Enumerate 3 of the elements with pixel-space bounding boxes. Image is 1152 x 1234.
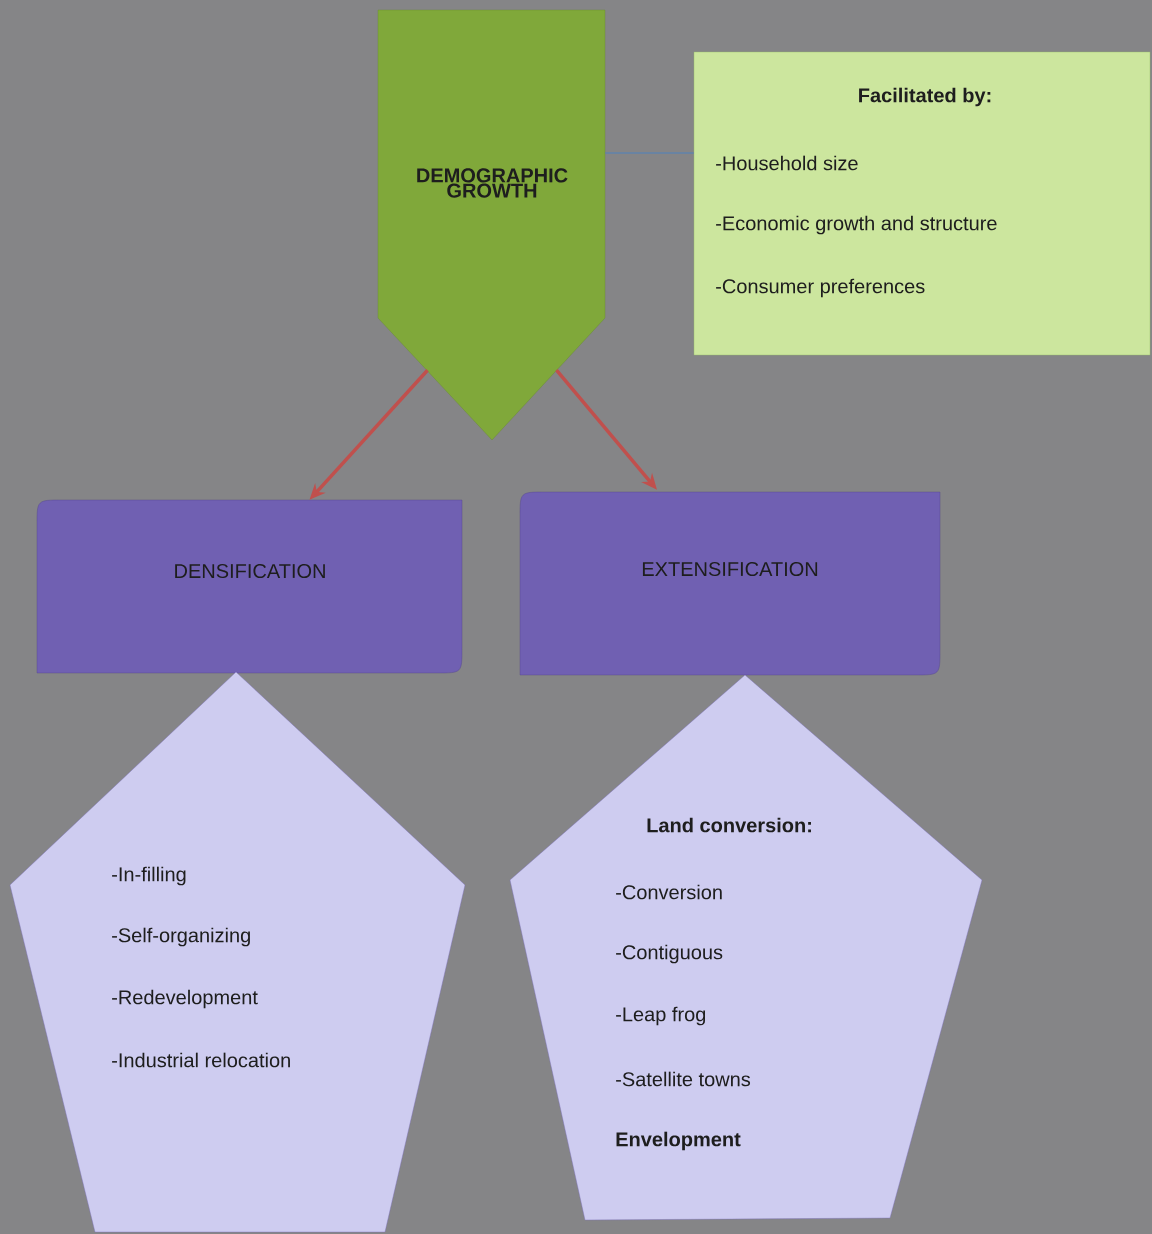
note-box: Facilitated by: -Household size -Economic growth and structure -Consumer preferences bbox=[693, 51, 1151, 356]
rounded-box: DENSIFICATION bbox=[36, 499, 463, 674]
rounded-box: EXTENSIFICATION bbox=[519, 491, 941, 676]
